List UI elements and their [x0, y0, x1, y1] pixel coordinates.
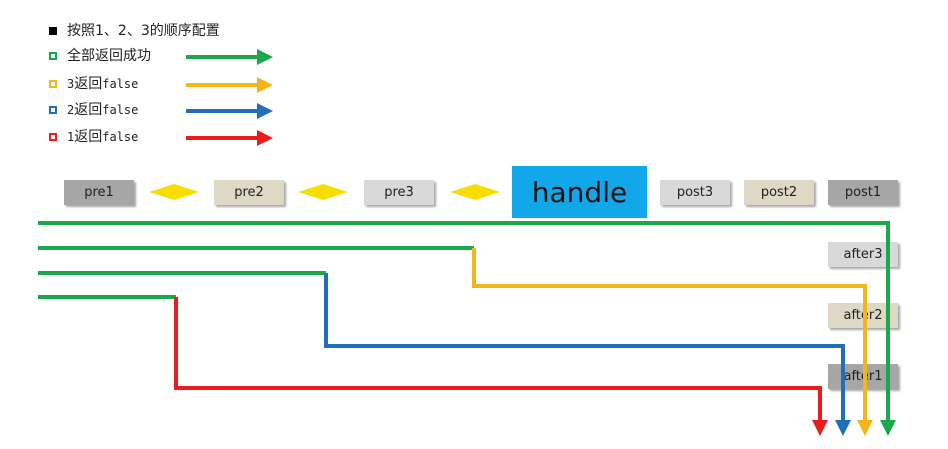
after1-label: after1 — [843, 369, 883, 384]
ret3-text: 返回 — [74, 76, 103, 92]
flow-orange-path — [472, 248, 873, 436]
post2-label: post2 — [760, 185, 798, 200]
ret2-text: 返回 — [74, 102, 103, 118]
ret1-num: 1 — [67, 130, 75, 144]
filled-square-icon — [49, 27, 57, 35]
legend-ret1-label: 1返回false — [67, 128, 138, 146]
post1-box: post1 — [828, 180, 898, 205]
red-square-icon — [49, 133, 57, 141]
after3-label: after3 — [843, 247, 883, 262]
handle-label: handle — [531, 175, 628, 209]
blue-square-icon — [49, 106, 57, 114]
after3-box: after3 — [828, 242, 898, 267]
ret1-text: 返回 — [74, 129, 103, 145]
post3-box: post3 — [660, 180, 730, 205]
pre1-label: pre1 — [84, 185, 114, 200]
flow-blue-path — [324, 273, 851, 436]
pre1-box: pre1 — [64, 180, 134, 205]
diamond-pre3-handle — [450, 184, 500, 200]
green-square-icon — [49, 52, 57, 60]
legend-all-success-label: 全部返回成功 — [67, 48, 151, 64]
post2-box: post2 — [744, 180, 814, 205]
legend-ret3-label: 3返回false — [67, 75, 138, 93]
legend-ret2-label: 2返回false — [67, 101, 138, 119]
ret3-code: false — [102, 77, 139, 91]
handle-box: handle — [512, 166, 647, 218]
ret2-num: 2 — [67, 103, 75, 117]
post1-label: post1 — [844, 185, 882, 200]
orange-square-icon — [49, 80, 57, 88]
flow-red-path — [174, 297, 828, 436]
diamond-pre1-pre2 — [149, 184, 199, 200]
pre3-label: pre3 — [384, 185, 414, 200]
flow-green-path — [38, 221, 896, 436]
ret1-code: false — [102, 130, 139, 144]
after2-label: after2 — [843, 308, 883, 323]
pre2-box: pre2 — [214, 180, 284, 205]
diamond-pre2-pre3 — [298, 184, 348, 200]
pre2-label: pre2 — [234, 185, 264, 200]
after1-box: after1 — [828, 364, 898, 389]
ret2-code: false — [102, 103, 139, 117]
post3-label: post3 — [676, 185, 714, 200]
after2-box: after2 — [828, 303, 898, 328]
pre3-box: pre3 — [364, 180, 434, 205]
legend-title: 按照1、2、3的顺序配置 — [67, 23, 220, 39]
ret3-num: 3 — [67, 77, 75, 91]
